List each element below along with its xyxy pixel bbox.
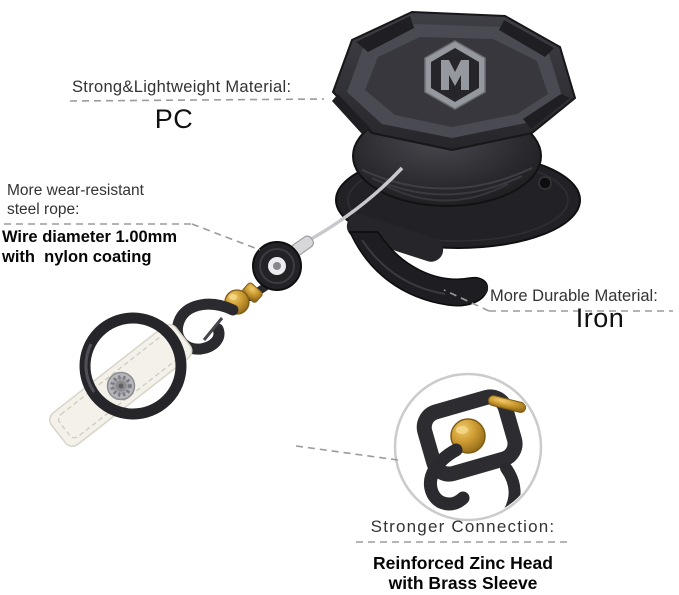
magnified-detail-inset xyxy=(393,372,543,522)
durable-value: Iron xyxy=(575,303,625,333)
material-underline xyxy=(69,98,325,102)
metal-ring xyxy=(79,312,187,420)
inset-pointer xyxy=(295,445,399,461)
reel-top-shell xyxy=(331,10,577,152)
material-label: Strong&Lightweight Material: xyxy=(72,78,292,96)
annotation-pointer-lines xyxy=(4,98,673,543)
connection-detail-line1: Reinforced Zinc Head xyxy=(373,553,553,573)
brand-logo-hexagon xyxy=(424,40,486,110)
rope-detail-line1: Wire diameter 1.00mm xyxy=(2,228,178,246)
zinc-head-hook xyxy=(172,282,263,355)
rope-label-line1: More wear-resistant xyxy=(7,182,144,199)
rope-pointer xyxy=(191,223,261,251)
iron-belt-clip xyxy=(346,214,489,307)
rope-detail-line2: with nylon coating xyxy=(2,248,152,266)
material-value: PC xyxy=(154,104,194,134)
snap-button xyxy=(106,371,136,401)
durable-label: More Durable Material: xyxy=(490,287,658,305)
rope-label-line2: steel rope: xyxy=(7,201,80,218)
durable-pointer xyxy=(443,289,490,312)
connection-label: Stronger Connection: xyxy=(370,517,556,536)
connection-detail-line2: with Brass Sleeve xyxy=(388,573,538,593)
